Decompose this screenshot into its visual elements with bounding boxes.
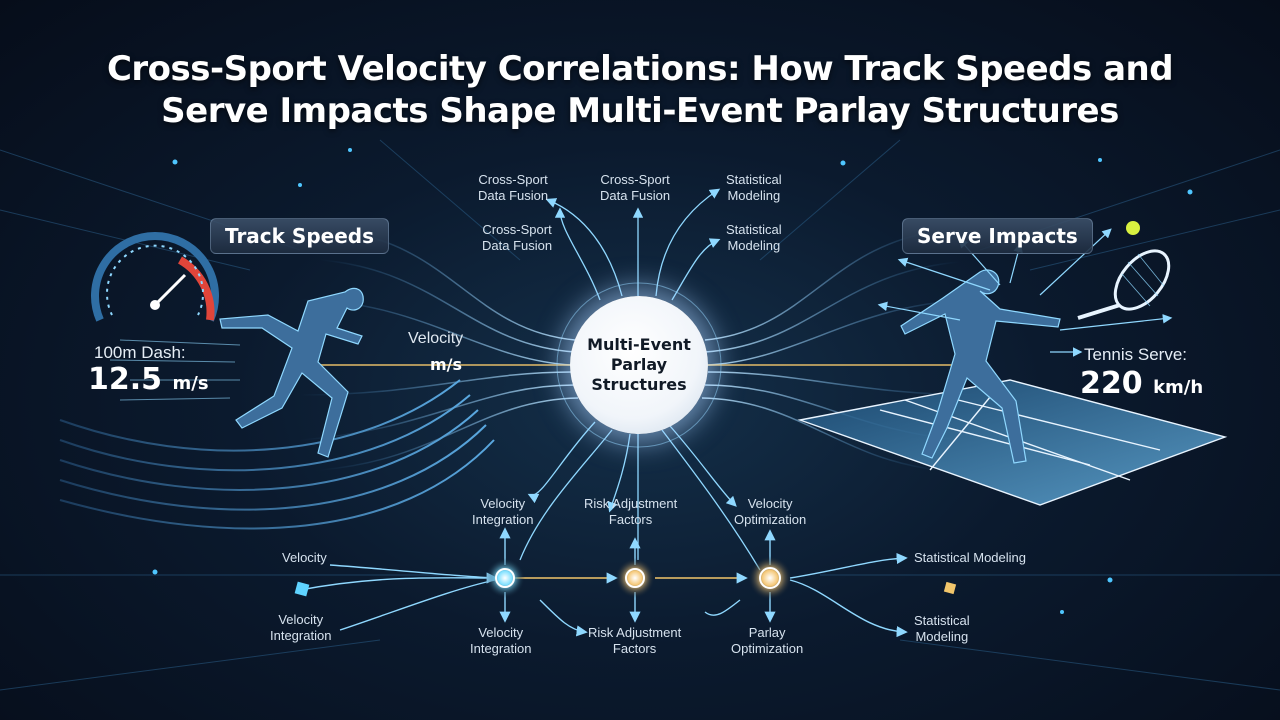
velocity-label: Velocity [408,330,464,347]
label-velocity-integration-mid: Velocity Integration [472,496,533,528]
label-line: Integration [472,512,534,527]
label-line: Risk Adjustment [584,496,678,511]
speedometer-icon [91,232,219,322]
label-data-fusion-c: Cross-Sport Data Fusion [600,172,670,204]
serve-value-number: 220 [1080,366,1143,401]
label-line: Optimization [731,641,804,656]
velocity-unit: m/s [430,355,463,374]
small-gold-cube-icon [943,581,957,595]
label-line: Statistical [726,172,782,187]
label-line: Velocity [278,612,324,627]
label-line: Data Fusion [478,188,549,203]
label-line: Cross-Sport [482,222,552,237]
tennis-racket-icon [1077,249,1171,320]
label-line: Risk Adjustment [588,625,682,640]
bottom-pipeline [299,527,908,638]
tennis-player-silhouette [900,269,1061,464]
label-statistical-modeling-a: Statistical Modeling [726,172,782,204]
speed-lines-left [109,339,241,401]
track-speeds-pill: Track Speeds [210,218,389,254]
label-velocity-bottom: Velocity [282,550,327,565]
label-velocity-optimization-mid: Velocity Optimization [734,496,806,528]
label-line: Integration [270,628,332,643]
title-line-2: Serve Impacts Shape Multi-Event Parlay S… [161,91,1119,131]
dash-value-number: 12.5 [88,362,163,397]
label-data-fusion-a: Cross-Sport Data Fusion [478,172,548,204]
label-risk-adjustment-bottom: Risk Adjustment Factors [588,625,681,657]
tennis-ball-icon [1126,221,1140,235]
label-line: Factors [612,641,657,656]
dash-caption: 100m Dash: [94,343,186,362]
label-parlay-optimization: Parlay Optimization [731,625,803,657]
pipeline-nodes [485,556,792,600]
left-data-streams [299,229,579,471]
small-cube-icon [294,581,310,597]
background-dots [152,148,1193,614]
label-line: Velocity [747,496,793,511]
label-line: Factors [608,512,653,527]
label-line: Integration [470,641,532,656]
label-line: Velocity [478,625,524,640]
label-line: Statistical [914,613,970,628]
label-line: Cross-Sport [600,172,670,187]
label-line: Modeling [727,238,781,253]
page-title: Cross-Sport Velocity Correlations: How T… [40,48,1240,132]
label-velocity-integration-bottom: Velocity Integration [470,625,531,657]
dash-value-unit: m/s [172,373,209,394]
label-statistical-modeling-b: Statistical Modeling [726,222,782,254]
serve-caption: Tennis Serve: [1084,345,1187,364]
hub-line-1: Multi-Event [587,335,691,354]
dash-value: 12.5 m/s [88,362,209,397]
runner-silhouette [219,287,364,458]
label-velocity-integration-left: Velocity Integration [270,612,331,644]
serve-value: 220 km/h [1080,366,1203,401]
label-line: Optimization [734,512,807,527]
serve-value-unit: km/h [1153,377,1204,398]
label-line: Statistical [726,222,782,237]
label-data-fusion-b: Cross-Sport Data Fusion [482,222,552,254]
label-line: Modeling [727,188,781,203]
hub-line-3: Structures [591,375,687,394]
label-line: Data Fusion [600,188,671,203]
label-line: Data Fusion [482,238,553,253]
label-line: Velocity [480,496,526,511]
label-line: Cross-Sport [478,172,548,187]
title-line-1: Cross-Sport Velocity Correlations: How T… [106,49,1174,89]
running-track [59,379,495,530]
label-statistical-modeling-bottom: Statistical Modeling [914,613,970,645]
background-grid-lines [0,139,1280,691]
label-line: Modeling [915,629,969,644]
label-risk-adjustment-mid: Risk Adjustment Factors [584,496,677,528]
label-statistical-modeling-right: Statistical Modeling [914,550,1026,565]
hub-line-2: Parlay [610,355,668,374]
hub-outer-ring [556,282,722,448]
label-line: Parlay [748,625,786,640]
parlay-hub: Multi-Event Parlay Structures [570,296,708,434]
serve-impacts-pill: Serve Impacts [902,218,1093,254]
